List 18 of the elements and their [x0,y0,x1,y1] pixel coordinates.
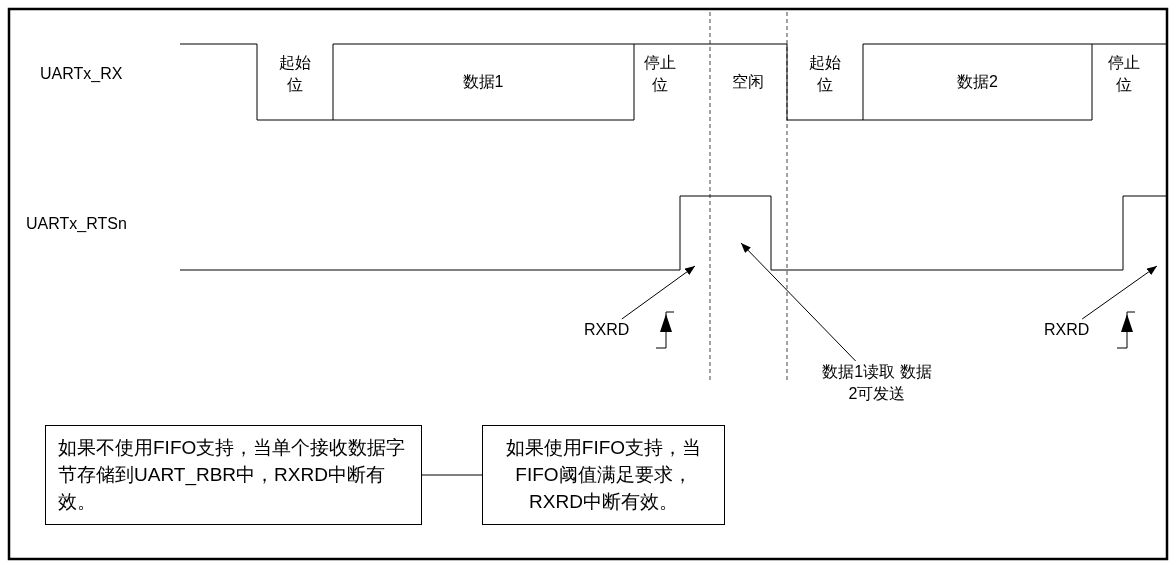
pointer-arrow [740,242,857,362]
signal-annotation: RXRD [1044,319,1090,341]
connector-line [421,474,483,476]
pointer-arrow [621,265,696,320]
note-box: 如果不使用FIFO支持，当单个接收数据字节存储到UART_RBR中，RXRD中断有效。 [45,425,422,525]
pointer-arrow [1081,265,1158,320]
bit-field-label: 数据2 [956,72,999,92]
annotation-text: 数据1读取 数据2可发送 [822,361,932,405]
bit-field-label: 起始位 [278,53,312,95]
bit-field-label: 起始位 [808,53,842,95]
bit-field-label: 停止位 [1107,53,1141,95]
bit-field-label: 停止位 [643,53,677,95]
signal-annotation: RXRD [584,319,630,341]
signal-name: UARTx_RX [40,64,123,84]
signal-name: UARTx_RTSn [26,214,127,234]
bit-field-label: 数据1 [461,72,505,92]
note-box: 如果使用FIFO支持，当FIFO阈值满足要求，RXRD中断有效。 [482,425,725,525]
bit-field-label: 空闲 [731,72,765,92]
